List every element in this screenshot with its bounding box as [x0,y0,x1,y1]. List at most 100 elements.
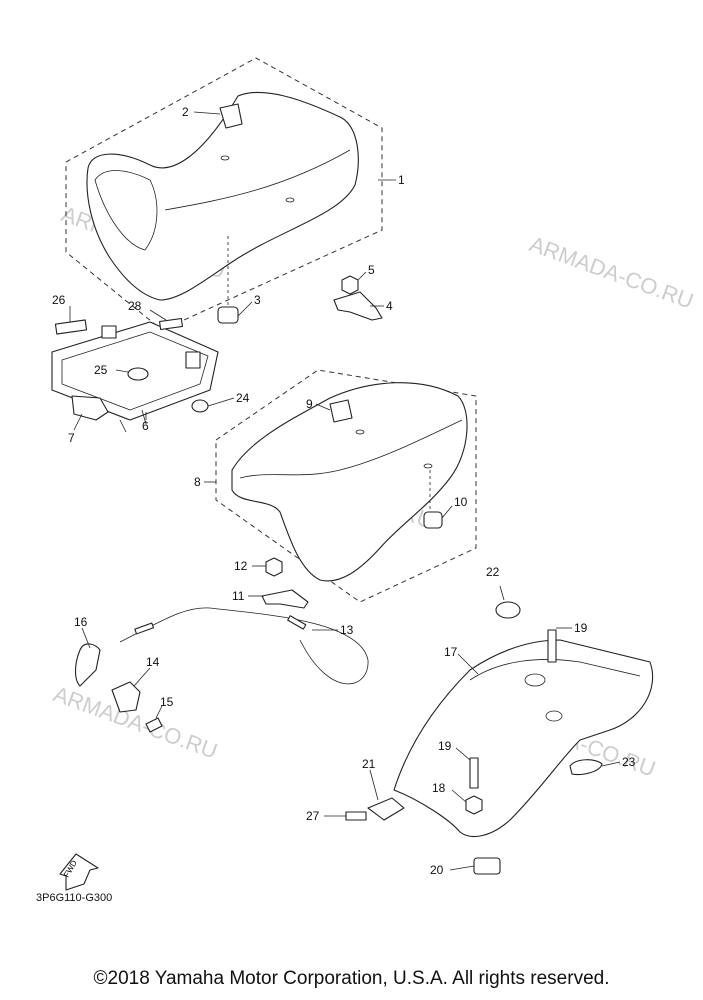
grommet-22[interactable] [495,601,521,619]
callout-12: 12 [234,559,248,573]
upper-seat-hole [220,155,230,161]
diagram-code: 3P6G110-G300 [36,892,113,904]
leader-line [133,667,151,687]
callout-11: 11 [232,589,245,603]
leader-line [193,111,221,115]
callout-27: 27 [306,809,320,823]
leader-line [369,769,379,801]
damper-10[interactable] [423,470,443,529]
callout-19: 19 [574,621,588,635]
leader-line [455,747,471,761]
callout-28: 28 [128,299,142,313]
bracket-4-body [333,291,383,321]
callout-1: 1 [398,173,405,187]
rear-carrier-hole [524,673,546,687]
callout-2: 2 [182,105,189,119]
label-27[interactable] [345,811,367,821]
seat-base-hooks [119,409,147,433]
bracket-23[interactable] [569,759,603,776]
lever-14[interactable] [111,681,141,713]
bolt-19-lower[interactable] [469,757,479,789]
bracket-4[interactable] [333,291,383,321]
washer-18[interactable] [465,795,483,815]
upper-seat-edge-line [164,149,351,211]
leader-line [81,627,91,649]
callout-4: 4 [386,299,393,313]
leader-line [449,865,475,871]
seat-base-mount [185,351,201,369]
callout-9: 9 [306,397,313,411]
callout-3: 3 [254,293,261,307]
callout-8: 8 [194,475,201,489]
upper-seat-front-opening [94,170,158,251]
leader-line [601,761,621,767]
callout-21: 21 [362,757,376,771]
leader-line [115,369,129,373]
bracket-21[interactable] [367,797,405,821]
callout-17: 17 [444,645,458,659]
fwd-arrow-shape [59,853,99,891]
leader-line [457,653,479,675]
lower-seat[interactable] [231,382,468,582]
bolt-19-upper[interactable] [547,629,557,663]
grommet-25[interactable] [127,367,149,381]
damper-10-body [423,511,443,529]
seat-cable-13[interactable] [119,607,369,685]
nut-5-body [341,275,359,295]
lower-seat-edge-line [239,419,463,479]
label-28[interactable] [159,317,183,331]
damper-24[interactable] [191,399,209,413]
callout-5: 5 [368,263,375,277]
leader-line [357,271,367,281]
upper-seat-group-outline [65,57,383,331]
callout-16: 16 [74,615,88,629]
callout-23: 23 [622,755,636,769]
callout-19: 19 [438,739,452,753]
nut-12[interactable] [265,557,283,577]
leader-line [207,397,235,407]
lower-seat-group-outline [215,369,477,603]
rear-carrier-17[interactable] [393,639,654,838]
callout-26: 26 [52,293,66,307]
callout-18: 18 [432,781,446,795]
leader-line [451,789,467,803]
seat-label-2[interactable] [219,103,243,129]
callout-14: 14 [146,655,160,669]
callout-24: 24 [236,391,250,405]
leader-line [441,505,453,519]
label-26[interactable] [54,319,88,335]
watermark: ARMADA-CO.RU [526,231,697,313]
callout-7: 7 [68,431,75,445]
bracket-16[interactable] [74,643,101,687]
bolt-15[interactable] [145,717,163,733]
callout-13: 13 [340,623,354,637]
seat-label-9[interactable] [329,399,353,423]
bracket-11[interactable] [261,589,309,609]
upper-seat-body [86,91,359,301]
lock-7[interactable] [71,395,109,421]
lower-seat-hole [355,429,365,435]
rear-carrier-inner-rail [469,659,641,681]
upper-seat[interactable] [86,91,359,301]
lower-seat-body [231,382,468,582]
damper-3[interactable] [217,236,239,324]
callout-25: 25 [94,363,108,377]
lock-7-body [71,395,109,421]
leader-line [73,413,83,431]
nut-5[interactable] [341,275,359,295]
leader-line [499,585,505,601]
lower-seat-hole [423,463,433,469]
cap-20[interactable] [473,857,501,875]
callout-22: 22 [486,565,500,579]
callout-numbers: 2 1 3 4 5 26 28 25 24 6 7 8 9 10 11 12 1… [52,105,636,877]
cable-end [287,615,307,630]
forward-direction-icon: FWD [59,853,99,891]
seat-base-frame-inner [61,331,209,411]
leader-line [149,309,167,321]
cable-end [134,622,155,635]
rear-carrier-body [393,639,654,838]
seat-base-mount [101,325,117,339]
leader-line [237,301,253,317]
callout-15: 15 [160,695,174,709]
